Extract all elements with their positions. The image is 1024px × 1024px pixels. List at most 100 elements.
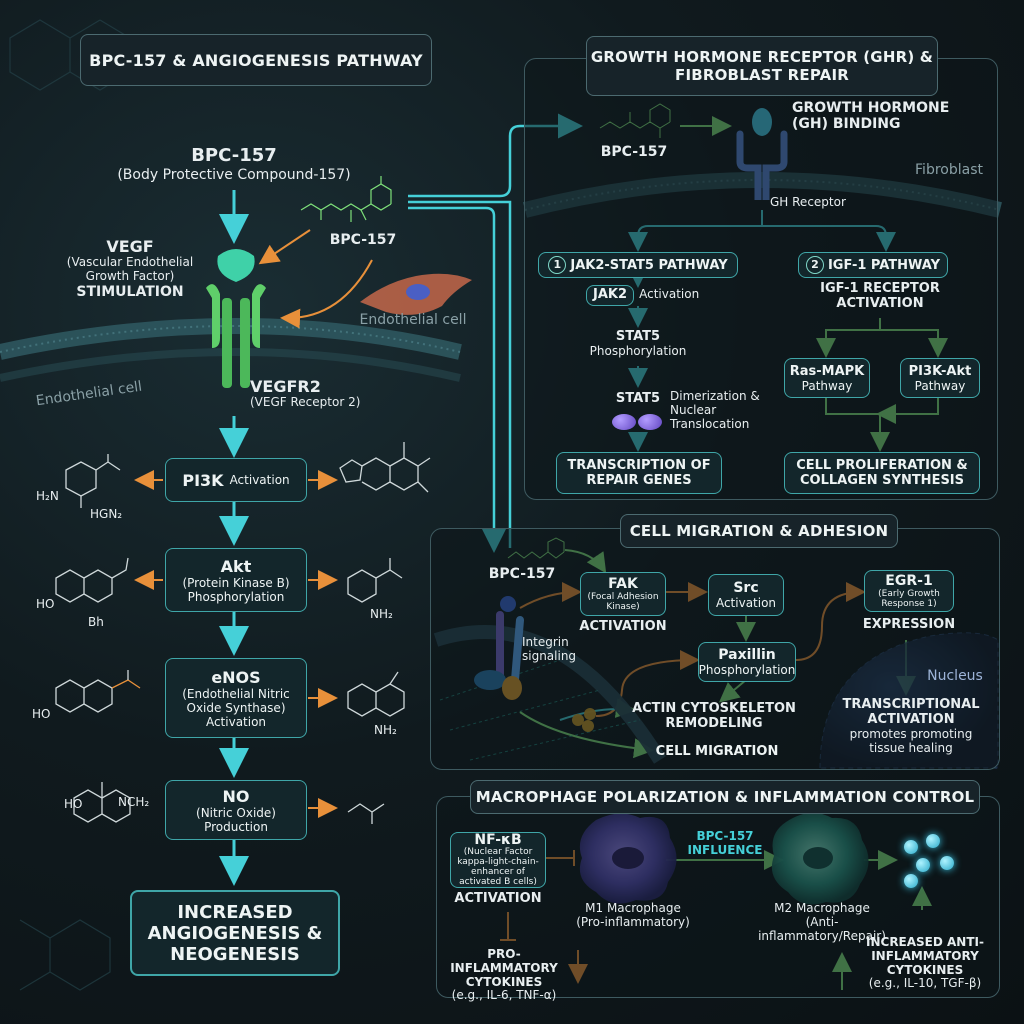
atom-label: NCH₂ bbox=[118, 795, 150, 809]
gh-receptor-label: GH Receptor bbox=[770, 195, 846, 209]
cytokine-orb bbox=[916, 858, 930, 872]
step-number-2: 2 bbox=[805, 256, 824, 274]
m2-label: M2 Macrophage (Anti-inflammatory/Repair) bbox=[742, 901, 902, 943]
pi3k-name: PI3K bbox=[182, 470, 224, 490]
cytokine-orb bbox=[940, 856, 954, 870]
egr1-name: EGR-1 bbox=[885, 573, 933, 589]
fibroblast-label: Fibroblast bbox=[915, 162, 983, 178]
nucleus-label: Nucleus bbox=[927, 668, 983, 684]
no-sub: (Nitric Oxide) Production bbox=[196, 805, 276, 834]
cell-migration-text: CELL MIGRATION bbox=[655, 743, 779, 759]
atom-label: Bh bbox=[88, 615, 104, 629]
vegfr2-receptor-illustration bbox=[206, 249, 266, 388]
atom-label: HO bbox=[36, 597, 55, 611]
pro-inflammatory-examples: (e.g., IL-6, TNF-α) bbox=[451, 988, 557, 1003]
molecule-left-1 bbox=[65, 454, 121, 508]
atom-label: HGN₂ bbox=[90, 507, 123, 521]
bpc157-fullname: (Body Protective Compound-157) bbox=[117, 166, 351, 183]
cytokine-orb bbox=[904, 874, 918, 888]
fak-sub: (Focal Adhesion Kinase) bbox=[587, 592, 659, 612]
jak2-activation: JAK2 Activation bbox=[586, 284, 716, 306]
cell-migration-box: CELL MIGRATION bbox=[652, 740, 782, 762]
paxillin-box: Paxillin Phosphorylation bbox=[698, 642, 796, 682]
paxillin-sub: Phosphorylation bbox=[698, 663, 796, 677]
igf1-receptor-label: IGF-1 RECEPTOR ACTIVATION bbox=[820, 281, 940, 311]
atom-label: HO bbox=[32, 707, 51, 721]
no-step: NO (Nitric Oxide) Production bbox=[165, 780, 307, 840]
migration-title: CELL MIGRATION & ADHESION bbox=[620, 514, 898, 548]
no-name: NO bbox=[222, 786, 250, 806]
molecule-right-3 bbox=[347, 671, 405, 717]
anti-inflammatory-examples: (e.g., IL-10, TGF-β) bbox=[868, 976, 982, 991]
bpc157-name: BPC-157 bbox=[191, 145, 277, 166]
m2-sub: (Anti-inflammatory/Repair) bbox=[758, 914, 886, 943]
endothelial-cell-label-right: Endothelial cell bbox=[359, 312, 467, 328]
migration-bpc157-label: BPC-157 bbox=[488, 566, 556, 582]
m1-name: M1 Macrophage bbox=[585, 901, 681, 915]
nfkb-action: ACTIVATION bbox=[454, 891, 542, 906]
pi3k-akt-name: PI3K-Akt bbox=[908, 363, 972, 379]
jak2-sub: Activation bbox=[639, 287, 700, 301]
step-number-1: 1 bbox=[548, 256, 567, 274]
transcriptional-activation-sub: promotes promoting tissue healing bbox=[849, 726, 973, 755]
enos-sub: (Endothelial Nitric Oxide Synthase) Acti… bbox=[182, 686, 290, 729]
igf1-title: IGF-1 PATHWAY bbox=[827, 257, 941, 273]
src-box: Src Activation bbox=[708, 574, 784, 616]
molecule-right-2 bbox=[347, 558, 403, 603]
vegf-label: VEGF (Vascular Endothelial Growth Factor… bbox=[54, 237, 206, 300]
angiogenesis-outcome: INCREASED ANGIOGENESIS & NEOGENESIS bbox=[130, 890, 340, 976]
stat5-dimer-icon bbox=[612, 412, 664, 432]
repair-genes-text: TRANSCRIPTION OF REPAIR GENES bbox=[567, 458, 711, 488]
stat5-name: STAT5 bbox=[615, 329, 661, 344]
jak2-box: JAK2 bbox=[586, 285, 635, 306]
akt-step: Akt (Protein Kinase B) Phosphorylation bbox=[165, 548, 307, 612]
vegfr2-name: VEGFR2 bbox=[250, 377, 321, 396]
m2-name: M2 Macrophage bbox=[774, 901, 870, 915]
ras-mapk-box: Ras-MAPK Pathway bbox=[784, 358, 870, 398]
m1-label: M1 Macrophage (Pro-inflammatory) bbox=[568, 901, 698, 930]
ghr-bpc157-label: BPC-157 bbox=[600, 144, 668, 160]
nfkb-name: NF-κB bbox=[474, 832, 522, 849]
enos-name: eNOS bbox=[211, 667, 261, 687]
pro-inflammatory-title: PRO-INFLAMMATORY CYTOKINES bbox=[450, 947, 558, 989]
ghr-panel bbox=[524, 58, 998, 500]
endothelial-cell-illustration bbox=[360, 273, 472, 315]
fak-box: FAK (Focal Adhesion Kinase) bbox=[580, 572, 666, 616]
pi3k-akt-box: PI3K-Akt Pathway bbox=[900, 358, 980, 398]
molecule-left-3 bbox=[55, 670, 141, 713]
anti-inflammatory-cytokines: INCREASED ANTI-INFLAMMATORY CYTOKINES (e… bbox=[852, 935, 998, 991]
ghr-title: GROWTH HORMONE RECEPTOR (GHR) & FIBROBLA… bbox=[586, 36, 938, 96]
src-name: Src bbox=[733, 580, 759, 596]
src-sub: Activation bbox=[715, 596, 777, 610]
pi3k-step: PI3K Activation bbox=[165, 458, 307, 502]
gh-binding-label: GROWTH HORMONE (GH) BINDING bbox=[792, 100, 950, 133]
transcriptional-activation: TRANSCRIPTIONAL ACTIVATION promotes prom… bbox=[836, 697, 986, 755]
bpc157-molecule-label: BPC-157 bbox=[329, 232, 397, 248]
repair-genes-box: TRANSCRIPTION OF REPAIR GENES bbox=[556, 452, 722, 494]
egr1-sub: (Early Growth Response 1) bbox=[878, 589, 940, 609]
nfkb-sub: (Nuclear Factor kappa-light-chain-enhanc… bbox=[457, 847, 539, 887]
pi3k-akt-sub: Pathway bbox=[914, 378, 966, 393]
molecule-right-4 bbox=[347, 803, 385, 824]
egr1-action: EXPRESSION bbox=[862, 617, 956, 632]
pro-inflammatory-cytokines: PRO-INFLAMMATORY CYTOKINES (e.g., IL-6, … bbox=[440, 947, 568, 1003]
nfkb-box: NF-κB (Nuclear Factor kappa-light-chain-… bbox=[450, 832, 546, 888]
stat5-sub: Phosphorylation bbox=[589, 343, 687, 358]
bpc157-heading: BPC-157 (Body Protective Compound-157) bbox=[100, 145, 368, 183]
jak2-stat5-title: JAK2-STAT5 PATHWAY bbox=[570, 257, 728, 273]
ras-mapk-sub: Pathway bbox=[801, 378, 853, 393]
dimerization-label: Dimerization & Nuclear Translocation bbox=[670, 389, 760, 431]
proliferation-text: CELL PROLIFERATION & COLLAGEN SYNTHESIS bbox=[796, 458, 968, 488]
actin-remodeling: ACTIN CYTOSKELETON REMODELING bbox=[632, 701, 796, 731]
proliferation-box: CELL PROLIFERATION & COLLAGEN SYNTHESIS bbox=[784, 452, 980, 494]
pi3k-sub: Activation bbox=[229, 473, 290, 487]
molecule-right-1 bbox=[339, 442, 431, 493]
akt-name: Akt bbox=[220, 556, 252, 576]
vegf-name: VEGF bbox=[106, 237, 154, 256]
fak-action: ACTIVATION bbox=[579, 619, 667, 634]
anti-inflammatory-title: INCREASED ANTI-INFLAMMATORY CYTOKINES bbox=[866, 935, 984, 977]
akt-sub: (Protein Kinase B) Phosphorylation bbox=[182, 575, 290, 604]
macrophage-title: MACROPHAGE POLARIZATION & INFLAMMATION C… bbox=[470, 780, 980, 814]
